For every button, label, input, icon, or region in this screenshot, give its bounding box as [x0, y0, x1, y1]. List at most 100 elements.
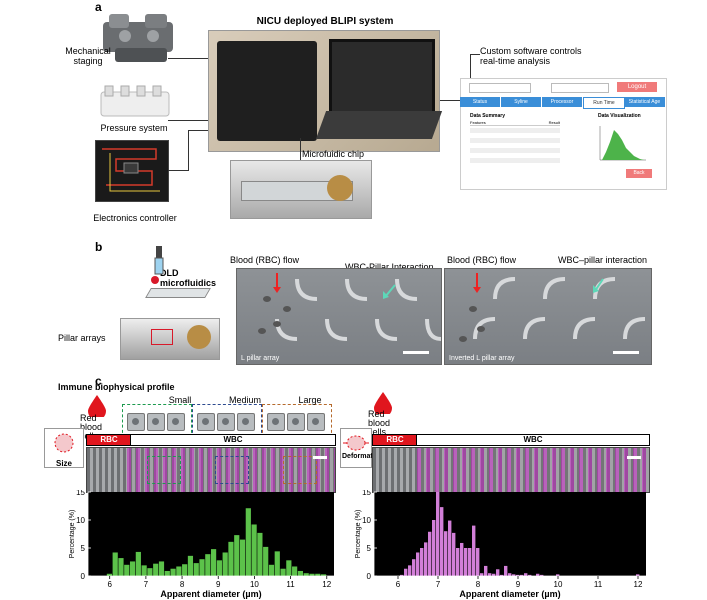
back-button[interactable]: Back: [626, 169, 652, 178]
inverted-l-pillar-micrograph: Inverted L pillar array: [444, 268, 652, 365]
small-label: Small: [168, 395, 192, 405]
y-axis-label: Percentage (%): [355, 510, 362, 559]
panel-c-title: Immune biophysical profile: [58, 382, 175, 392]
histogram-bar: [199, 559, 205, 576]
software-label: Custom software controls real-time analy…: [480, 46, 582, 66]
histogram-bar: [512, 574, 516, 576]
tab-syline[interactable]: Syline: [501, 97, 541, 107]
histogram-bar: [239, 539, 246, 576]
histogram-bar: [222, 552, 228, 576]
dld-title: DLD microfluidics: [160, 268, 217, 288]
histogram-bar: [524, 573, 528, 576]
histogram-bar: [187, 555, 194, 576]
blood-drop-icon: [374, 392, 392, 414]
pillar-arrays-label: Pillar arrays: [58, 333, 106, 343]
histogram-bar: [520, 574, 524, 576]
x-axis-label: Apparent diameter (µm): [160, 589, 261, 599]
x-tick-label: 6: [107, 580, 112, 589]
large-group-box: [262, 404, 332, 438]
histogram-bar: [193, 563, 199, 576]
histogram-bar: [516, 574, 520, 576]
histogram-bar: [484, 565, 488, 576]
x-axis-label: Apparent diameter (µm): [459, 589, 560, 599]
histogram-bar: [170, 568, 176, 576]
tab-status[interactable]: Status: [460, 97, 500, 107]
histogram-bar: [528, 574, 532, 576]
pillar-array-photo: [120, 318, 220, 360]
histogram-bar: [504, 565, 508, 576]
y-tick-label: 10: [76, 516, 85, 525]
histogram-bar: [153, 563, 159, 576]
y-tick-label: 0: [81, 572, 86, 581]
histogram-bar: [245, 508, 251, 576]
deformation-icon-label: Deformation: [342, 453, 384, 460]
data-summary-title: Data Summary: [470, 113, 506, 119]
histogram-bar: [268, 564, 275, 576]
histogram-bar: [176, 566, 182, 576]
x-tick-label: 11: [594, 580, 603, 589]
histogram-bar: [480, 573, 484, 576]
histogram-bar: [436, 492, 440, 576]
histogram-bar: [492, 573, 496, 576]
histogram-bar: [540, 574, 544, 576]
electronics-controller-label: Electronics controller: [93, 213, 177, 223]
histogram-bar: [286, 560, 292, 576]
y-tick-label: 15: [76, 490, 85, 497]
x-tick-label: 12: [322, 580, 331, 589]
histogram-bar: [164, 570, 170, 576]
histogram-bar: [211, 549, 217, 576]
histogram-bar: [118, 558, 124, 576]
tab-statistical-age[interactable]: Statistical Age: [624, 97, 665, 107]
x-tick-label: 12: [634, 580, 643, 589]
histogram-bar: [448, 520, 452, 576]
x-tick-label: 10: [250, 580, 259, 589]
y-tick-label: 0: [367, 572, 372, 581]
logout-button[interactable]: Logout: [617, 82, 657, 92]
x-tick-label: 7: [144, 580, 149, 589]
histogram-bar: [400, 574, 404, 576]
img2-interaction-label: WBC–pillar interaction: [558, 255, 648, 265]
right-rbc-strip: RBC: [372, 434, 418, 446]
histogram-bar: [472, 525, 476, 576]
pressure-system-label: Pressure system: [100, 123, 168, 133]
histogram-bar: [309, 573, 315, 576]
histogram-bar: [440, 507, 444, 576]
histogram-bar: [488, 573, 492, 576]
x-tick-label: 11: [286, 580, 295, 589]
histogram-bar: [556, 574, 560, 576]
histogram-bar: [228, 541, 234, 576]
tab-processor[interactable]: Processor: [542, 97, 582, 107]
histogram-bar: [416, 552, 420, 576]
histogram-bar: [456, 548, 460, 576]
panel-b-letter: b: [95, 240, 103, 254]
img2-flow-label: Blood (RBC) flow: [447, 255, 517, 265]
histogram-bar: [536, 573, 540, 576]
histogram-bar: [135, 551, 141, 576]
left-rbc-strip: RBC: [86, 434, 132, 446]
histogram-bar: [496, 569, 500, 576]
deformation-icon-box: [340, 428, 372, 468]
right-wbc-strip: WBC: [416, 434, 650, 446]
right-scan-image: [372, 447, 650, 493]
histogram-bar: [274, 551, 280, 576]
histogram-bar: [315, 573, 321, 576]
histogram-bar: [408, 565, 412, 576]
panel-a-title: NICU deployed BLIPI system: [256, 16, 394, 27]
histogram-bar: [158, 561, 165, 576]
histogram-bar: [129, 561, 136, 576]
histogram-bar: [303, 573, 309, 576]
histogram-bar: [106, 573, 112, 576]
histogram-bar: [476, 548, 480, 576]
right-rbc-legend: Red blood cells: [368, 409, 391, 437]
histogram-bar: [205, 554, 211, 576]
scale-bar: [403, 351, 429, 354]
histogram-bar: [468, 548, 472, 576]
left-scan-image: [86, 447, 336, 493]
data-summary-table: Features Result: [470, 120, 560, 176]
electronics-controller-image: [95, 140, 169, 202]
mini-histogram: [599, 126, 646, 161]
histogram-bar: [147, 568, 153, 576]
tab-run-time[interactable]: Run Time: [583, 97, 625, 109]
size-icon-label: Size: [55, 459, 72, 468]
